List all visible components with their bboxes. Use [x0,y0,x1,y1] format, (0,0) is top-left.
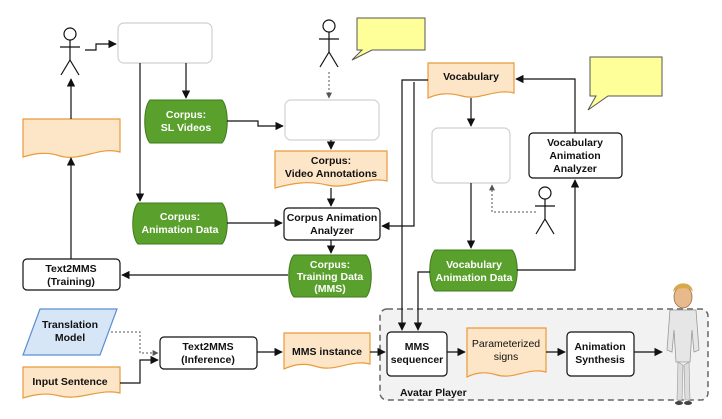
edge-vocabulary-to-analyzer [381,82,415,231]
corpus-sl-videos-line2: SL Videos [161,122,212,134]
empty-box-right [431,127,511,184]
avatar-player-label: Avatar Player [400,387,467,399]
corpus-animation-data [132,202,228,245]
corpus-video-annotations-line2: Video Annotations [285,168,377,180]
corpus-sl-videos [144,99,228,144]
translation-model-line2: Model [55,332,85,344]
parameterized-signs-line1: Parameterized [472,338,540,350]
edge-model-to-inference [111,331,159,356]
translation-model-line1: Translation [42,319,98,331]
text2mms-inference-line2: (Inference) [181,354,235,366]
speech-callout-icon [351,17,426,61]
corpus-training-data [288,254,372,298]
text2mms-inference-line1: Text2MMS [182,341,233,353]
mms-instance-label: MMS instance [292,346,362,358]
translation-model [22,308,118,356]
empty-box-top-left [117,22,213,64]
vocabulary-animation-analyzer-line2: Animation [549,150,600,162]
parameterized-signs [466,327,547,378]
edge-vocab-data-to-sequencer [413,271,430,331]
text2mms-training-line2: (Training) [47,276,95,288]
corpus-training-data-line2: Training Data [297,271,364,283]
mms-sequencer [386,331,448,377]
avatar-figure-icon [666,283,700,405]
empty-document [22,118,121,158]
vocabulary-animation-data [429,249,518,292]
mms-instance [283,332,371,370]
edge-vocab-analyzer-to-vocabulary [515,74,576,133]
speech-callout-icon [587,56,663,111]
corpus-training-data-line1: Corpus: [310,259,350,271]
edge-input-to-inference [120,355,159,384]
animation-synthesis-line2: Synthesis [575,354,625,366]
vocabulary-animation-data-line1: Vocabulary [446,259,502,271]
edge-sl-videos-to-box [227,120,284,131]
mms-sequencer-line1: MMS [405,341,430,353]
parameterized-signs-line2: signs [494,351,519,363]
vocabulary-animation-analyzer-line1: Vocabulary [547,137,603,149]
corpus-video-annotations [274,150,388,189]
corpus-sl-videos-line1: Corpus: [166,109,206,121]
text2mms-inference [159,336,258,370]
corpus-animation-analyzer-line2: Analyzer [310,225,354,237]
animation-synthesis [566,331,635,377]
stick-figure-icon [535,186,555,235]
corpus-training-data-line3: (MMS) [314,283,346,295]
empty-box-middle [284,99,380,141]
text2mms-training-line1: Text2MMS [45,263,96,275]
edge-vocab-data-to-vocab-analyzer [517,179,580,271]
stick-figure-icon [60,27,80,76]
vocabulary [427,62,515,99]
stick-figure-icon [319,19,339,68]
corpus-animation-data-line2: Animation Data [141,224,218,236]
vocabulary-animation-data-line2: Animation Data [435,272,512,284]
input-sentence [22,366,121,399]
corpus-animation-data-line1: Corpus: [160,211,200,223]
input-sentence-label: Input Sentence [32,376,107,388]
mms-sequencer-line2: sequencer [391,354,444,366]
vocabulary-label: Vocabulary [443,71,499,83]
corpus-video-annotations-line1: Corpus: [311,155,351,167]
edge-figure-to-box [85,39,117,51]
edge-vocabulary-to-sequencer [397,79,428,331]
corpus-animation-analyzer [283,207,381,241]
animation-synthesis-line1: Animation [574,341,625,353]
vocabulary-animation-analyzer-line3: Analyzer [553,163,597,175]
corpus-animation-analyzer-line1: Corpus Animation [287,212,378,224]
edge-right-figure-to-box [489,184,536,213]
